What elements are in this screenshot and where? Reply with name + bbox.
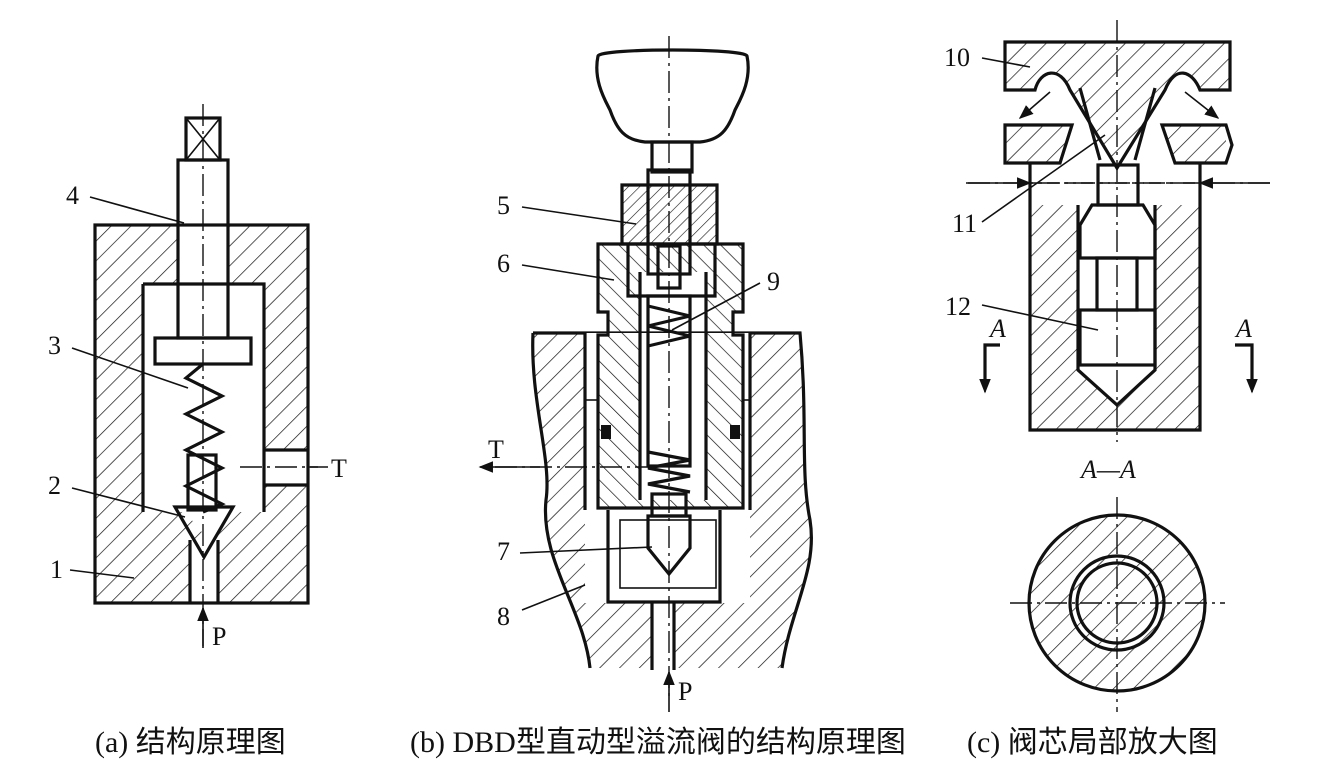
label-p-b: P	[678, 677, 692, 706]
label-2: 2	[48, 471, 61, 500]
caption-a: (a) 结构原理图	[95, 726, 286, 759]
label-7: 7	[497, 537, 510, 566]
panel-c: 10 11 12 A A A—A (c) 阀芯局部放大图	[944, 20, 1270, 759]
label-t-b: T	[488, 435, 504, 464]
section-view-c	[1010, 497, 1225, 712]
label-11: 11	[952, 209, 977, 238]
leaders-b	[519, 206, 761, 611]
label-p-a: P	[212, 622, 226, 651]
label-10: 10	[944, 43, 970, 72]
label-3: 3	[48, 331, 61, 360]
label-12: 12	[945, 292, 971, 321]
label-a-left: A	[988, 314, 1006, 343]
flow-arrow-out-right	[1184, 91, 1220, 119]
section-title: A—A	[1079, 455, 1136, 484]
caption-c: (c) 阀芯局部放大图	[967, 726, 1218, 759]
flow-arrow-out-left	[1018, 91, 1051, 119]
label-5: 5	[497, 191, 510, 220]
seat-block-c	[1028, 205, 1202, 432]
panel-b: 5 6 9 7 8 T P (b) DBD型直动型溢流阀的结构原理图	[410, 36, 906, 759]
section-marks	[979, 343, 1258, 394]
caption-b: (b) DBD型直动型溢流阀的结构原理图	[410, 726, 906, 759]
label-t-a: T	[331, 454, 347, 483]
label-a-right: A	[1234, 314, 1252, 343]
leaders-c	[981, 57, 1106, 331]
seat-flange-c	[1003, 123, 1234, 205]
knob-b	[595, 48, 750, 174]
leaders-a	[69, 196, 328, 579]
label-1: 1	[50, 555, 63, 584]
label-4: 4	[66, 181, 79, 210]
label-8: 8	[497, 602, 510, 631]
label-6: 6	[497, 249, 510, 278]
panel-a: 4 3 2 1 T P (a) 结构原理图	[48, 104, 347, 759]
spring-a	[182, 362, 226, 514]
poppet-a	[172, 505, 236, 561]
valve-body-a	[93, 223, 310, 605]
label-9: 9	[767, 267, 780, 296]
poppet-guide-a	[186, 453, 218, 512]
